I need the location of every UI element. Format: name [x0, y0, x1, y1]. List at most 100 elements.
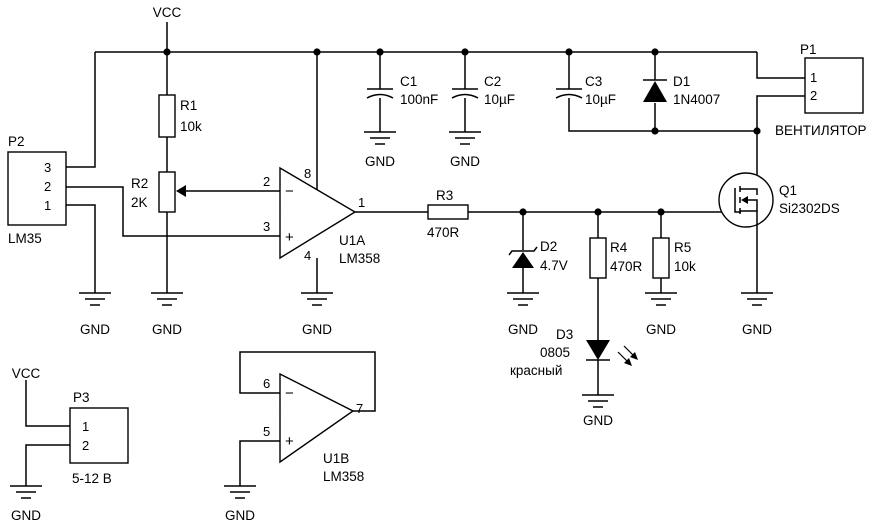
- d1-ref: D1: [673, 74, 690, 89]
- ground-symbol: GND: [10, 485, 42, 523]
- wire-p2-pin3: [66, 52, 96, 168]
- p3-pin2: 2: [82, 438, 89, 453]
- q1-ref: Q1: [779, 183, 797, 198]
- u1b-value: LM358: [323, 469, 364, 484]
- gnd-label: GND: [508, 322, 538, 337]
- zener-d2: D2 4.7V: [508, 239, 568, 273]
- resistor-r3: R3 470R: [427, 188, 469, 240]
- ground-symbol: GND: [79, 292, 111, 337]
- p2-body: [7, 151, 67, 226]
- r1-value: 10k: [180, 119, 202, 134]
- junction-dot: [461, 48, 469, 56]
- p1-label: ВЕНТИЛЯТОР: [775, 123, 866, 138]
- u1a-pin-gnd: 4: [304, 248, 311, 263]
- ground-symbol: GND: [645, 292, 677, 337]
- ground-symbols: GND GND GND GND GND GND GND GND: [10, 131, 773, 523]
- junction-dot: [651, 127, 659, 135]
- capacitor-c3: C3 10µF: [555, 74, 616, 107]
- opamp-u1b: − + 6 5 7 U1B LM358: [263, 372, 364, 484]
- d1-value: 1N4007: [673, 92, 720, 107]
- wire-p1-pin2: [756, 95, 805, 195]
- r5-ref: R5: [674, 240, 691, 255]
- r4-ref: R4: [610, 240, 628, 255]
- p1-ref: P1: [800, 42, 817, 57]
- junction-dot: [519, 208, 527, 216]
- d2-triangle: [512, 252, 534, 268]
- gnd-label: GND: [365, 154, 395, 169]
- ground-symbol: GND: [449, 131, 481, 169]
- u1a-pin-out: 1: [358, 195, 365, 210]
- q1-body-link: [744, 199, 758, 211]
- gnd-label: GND: [225, 508, 255, 523]
- ground-symbol: GND: [151, 292, 183, 337]
- u1b-body: [279, 372, 355, 464]
- q1-value: Si2302DS: [779, 201, 840, 216]
- wire-c3-bot: [568, 98, 757, 132]
- opamp-u1a: − + 2 3 1 8 4 U1A LM358: [263, 166, 380, 266]
- d2-ref: D2: [540, 239, 557, 254]
- p1-pin1: 1: [810, 70, 817, 85]
- p2-pin3: 3: [44, 160, 51, 175]
- connector-p3: P3 1 2 5-12 В: [69, 390, 129, 486]
- gnd-label: GND: [450, 154, 480, 169]
- wires: [25, 22, 805, 486]
- gnd-label: GND: [646, 322, 676, 337]
- c1-value: 100nF: [400, 92, 438, 107]
- u1a-plus-sign: +: [285, 229, 294, 246]
- junctions: [163, 48, 761, 216]
- q1-arrow: [741, 196, 748, 204]
- p2-ref: P2: [8, 134, 25, 149]
- d3-triangle: [586, 340, 610, 360]
- wire-p2-pin1: [66, 204, 96, 293]
- connector-p1: P1 1 2 ВЕНТИЛЯТОР: [775, 42, 866, 138]
- potentiometer-r2: R2 2K: [131, 171, 186, 213]
- p2-pin2: 2: [44, 179, 51, 194]
- r3-value: 470R: [427, 225, 460, 240]
- p2-label: LM35: [8, 231, 42, 246]
- mosfet-q1: Q1 Si2302DS: [718, 172, 840, 229]
- c3-ref: C3: [585, 74, 602, 89]
- r1-ref: R1: [180, 98, 197, 113]
- c1-ref: C1: [400, 74, 417, 89]
- junction-dot: [657, 208, 665, 216]
- resistor-r1: R1 10k: [158, 94, 202, 138]
- r5-value: 10k: [674, 259, 696, 274]
- capacitor-c2: C2 10µF: [451, 74, 515, 107]
- r2-body: [158, 171, 176, 213]
- r4-body: [589, 237, 607, 279]
- u1b-pin-noninv: 5: [263, 424, 270, 439]
- r4-value: 470R: [610, 259, 643, 274]
- d3-ref: D3: [556, 327, 573, 342]
- connector-p2: P2 3 2 1 LM35: [7, 134, 67, 246]
- q1-drain: [740, 188, 758, 195]
- u1a-pin-vcc: 8: [304, 166, 311, 181]
- vcc-label: VCC: [153, 5, 182, 20]
- resistor-r4: R4 470R: [589, 237, 643, 279]
- r1-body: [158, 94, 176, 138]
- r5-body: [652, 237, 670, 279]
- q1-gate: [734, 188, 741, 213]
- junction-dot: [376, 48, 384, 56]
- u1b-ref: U1B: [323, 451, 349, 466]
- gnd-label: GND: [80, 322, 110, 337]
- junction-dot: [753, 127, 761, 135]
- c3-value: 10µF: [585, 92, 616, 107]
- gnd-label: GND: [11, 508, 41, 523]
- junction-dot: [594, 208, 602, 216]
- junction-dot: [651, 48, 659, 56]
- ground-symbol: GND: [364, 131, 396, 169]
- wire-p2-pin2: [66, 186, 280, 237]
- r2-wiper-arrow: [176, 185, 186, 197]
- r2-value: 2K: [131, 195, 148, 210]
- ground-symbol: GND: [224, 485, 256, 523]
- wire-u1b-feedback: [239, 351, 376, 412]
- ground-symbol: GND: [741, 292, 773, 337]
- resistor-r5: R5 10k: [652, 237, 696, 279]
- d3-package: 0805: [540, 345, 570, 360]
- u1a-minus-sign: −: [285, 183, 294, 200]
- u1a-body: [279, 166, 357, 260]
- d1-triangle: [643, 81, 667, 102]
- u1b-pin-inv: 6: [263, 376, 270, 391]
- wire-p3-pin1: [25, 380, 82, 427]
- led-d3: D3 0805 красный: [510, 327, 638, 378]
